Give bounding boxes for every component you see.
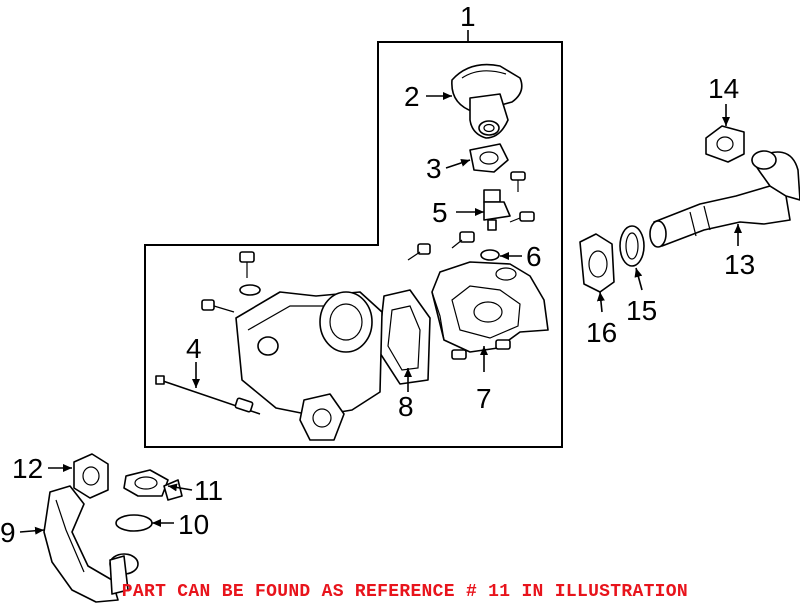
part-manifold-housing [431, 261, 549, 353]
callout-6: 6 [526, 241, 542, 272]
bolts-near-7 [451, 339, 511, 360]
callout-1: 1 [460, 1, 476, 32]
part-o-ring-6 [480, 249, 500, 261]
callout-11: 11 [194, 475, 223, 506]
callout-5: 5 [432, 197, 448, 228]
assembly-boundary-box [144, 41, 563, 448]
callout-7: 7 [476, 383, 492, 414]
callout-16: 16 [586, 317, 617, 348]
part-flange-gasket-12 [73, 453, 109, 499]
part-throttle-16 [579, 233, 615, 293]
part-gasket-3 [469, 143, 509, 173]
leader-15 [634, 267, 643, 291]
leader-3 [445, 159, 471, 169]
callout-14: 14 [708, 73, 739, 104]
part-egr-cooler [235, 291, 383, 441]
callout-8: 8 [398, 391, 414, 422]
callout-2: 2 [404, 81, 420, 112]
part-sensor [483, 189, 511, 231]
part-intake-pipe-13 [649, 150, 800, 248]
callout-15: 15 [626, 295, 657, 326]
callout-9: 9 [0, 517, 16, 548]
reference-note: PART CAN BE FOUND AS REFERENCE # 11 IN I… [121, 582, 688, 602]
part-lower-pipe-9 [43, 485, 139, 603]
callout-10: 10 [178, 509, 209, 540]
part-long-bolt-4 [155, 375, 261, 415]
callout-13: 13 [724, 249, 755, 280]
part-round-gasket-10 [115, 514, 153, 532]
bolt-near-3 [510, 171, 526, 192]
part-plate-gasket-8 [377, 289, 431, 385]
part-egr-valve [451, 63, 523, 139]
callout-12: 12 [12, 453, 43, 484]
part-flange-gasket-14 [705, 125, 745, 163]
callout-3: 3 [426, 153, 442, 184]
bolts-near-5 [407, 211, 535, 261]
leader-11 [167, 483, 193, 492]
part-gasket-11 [123, 469, 183, 501]
part-clamp-15 [619, 225, 645, 267]
leader-16 [596, 291, 605, 313]
leader-9 [19, 526, 45, 535]
bolts-cooler [201, 251, 261, 313]
callout-4: 4 [186, 333, 202, 364]
